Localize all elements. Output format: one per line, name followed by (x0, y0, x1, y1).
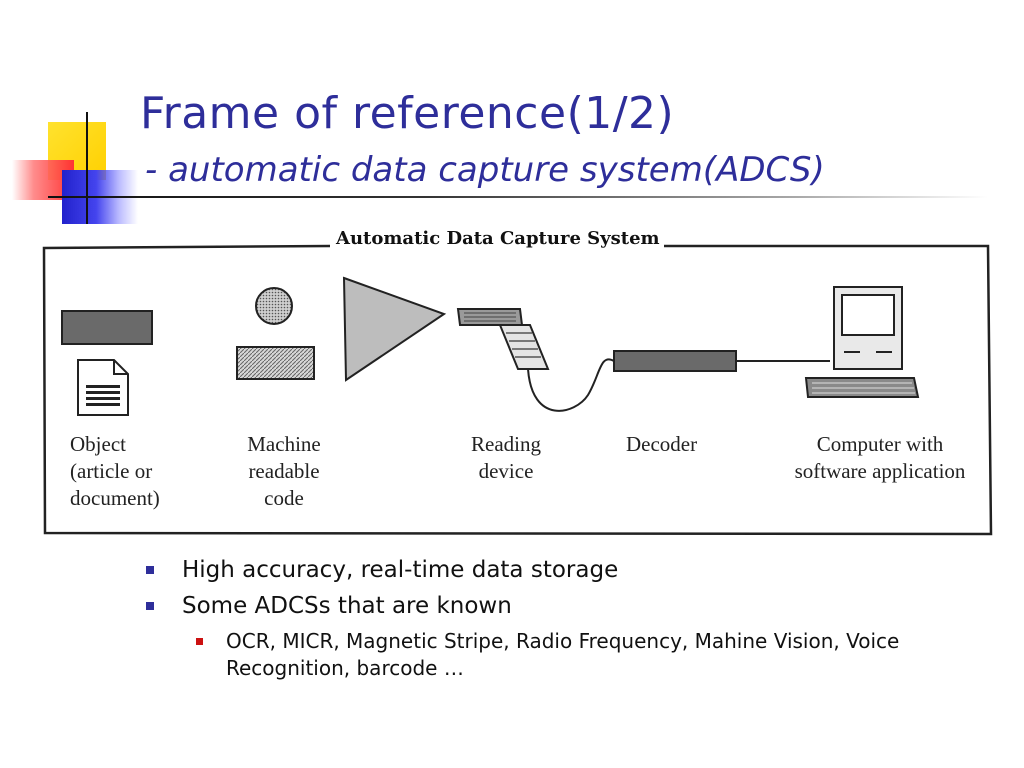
label-object-line-2: (article or (70, 459, 153, 483)
scanner-icon (456, 308, 550, 370)
label-decoder-line-1: Decoder (626, 432, 698, 456)
sub-bullet-square-icon (196, 638, 203, 645)
label-code-line-3: code (264, 486, 304, 510)
label-reader-line-1: Reading (471, 432, 541, 456)
bullet-text: High accuracy, real-time data storage (182, 557, 619, 583)
label-computer-line-1: Computer with (816, 432, 944, 456)
decoder-box (613, 350, 737, 372)
diagram-title: Automatic Data Capture System (332, 228, 664, 249)
sub-bullet-text: OCR, MICR, Magnetic Stripe, Radio Freque… (226, 629, 900, 680)
slide-title: Frame of reference(1/2) (140, 88, 675, 139)
code-circle (255, 287, 293, 325)
bullet-item: Some ADCSs that are known (140, 588, 1000, 624)
scanner-cable (527, 358, 615, 412)
sub-bullet-item: OCR, MICR, Magnetic Stripe, Radio Freque… (140, 628, 1000, 682)
adcs-diagram-graphics (42, 244, 993, 536)
label-reader-line-2: device (478, 459, 534, 483)
computer-icon (804, 286, 920, 398)
label-object-line-3: document) (70, 486, 160, 510)
bullet-text: Some ADCSs that are known (182, 593, 512, 619)
frame-border (42, 244, 993, 536)
deco-vertical-line (86, 112, 88, 224)
label-computer: Computer with software application (774, 431, 986, 485)
label-computer-line-2: software application (794, 459, 966, 483)
adcs-diagram: Automatic Data Capture System Object (ar… (40, 225, 994, 537)
code-bar (236, 346, 315, 380)
bullet-list: High accuracy, real-time data storage So… (140, 552, 1000, 682)
label-code-line-1: Machine (247, 432, 321, 456)
bullet-item: High accuracy, real-time data storage (140, 552, 1000, 588)
label-object-line-1: Object (70, 432, 126, 456)
label-reading-device: Reading device (458, 431, 554, 485)
scan-beam-triangle (342, 276, 447, 382)
label-code-line-2: readable (248, 459, 320, 483)
title-underline (48, 196, 988, 198)
bullet-square-icon (146, 602, 154, 610)
label-decoder: Decoder (626, 431, 697, 458)
object-bar (61, 310, 153, 345)
document-icon (77, 359, 129, 416)
label-object: Object (article or document) (70, 431, 160, 512)
label-machine-readable-code: Machine readable code (236, 431, 332, 512)
bullet-square-icon (146, 566, 154, 574)
slide-subtitle: - automatic data capture system(ADCS) (145, 150, 825, 190)
